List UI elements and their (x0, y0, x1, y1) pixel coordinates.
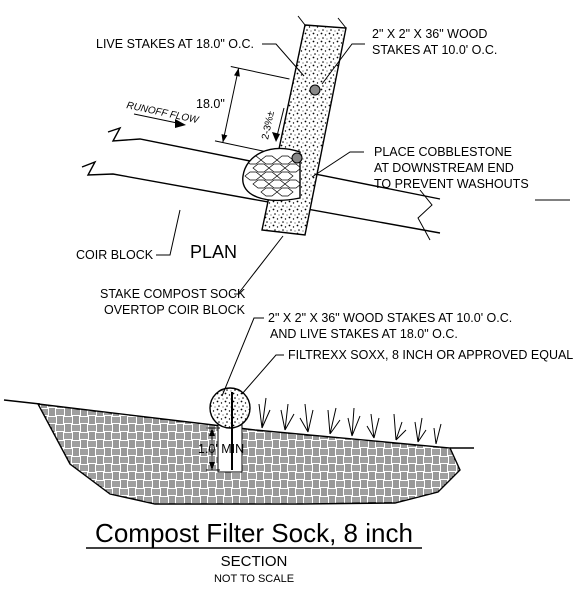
section-leaders (221, 317, 284, 397)
filtrexx-label: FILTREXX SOXX, 8 INCH OR APPROVED EQUAL (288, 348, 573, 362)
depth-dimension (206, 427, 220, 471)
coir-block-label: COIR BLOCK (76, 248, 154, 262)
wood-stake-marker (309, 84, 321, 96)
soil-section (3, 399, 474, 505)
section-stakes-label-line2: AND LIVE STAKES AT 18.0" O.C. (270, 327, 458, 341)
slope-arrow (272, 107, 285, 142)
depth-dimension-label: 1.0' MIN (198, 442, 244, 456)
cobblestone-label-line1: PLACE COBBLESTONE (374, 145, 512, 159)
grass-tufts (258, 397, 442, 445)
cobblestone-label-line3: TO PREVENT WASHOUTS (374, 177, 529, 191)
section-stakes-label-line1: 2" X 2" X 36" WOOD STAKES AT 10.0' O.C. (268, 311, 512, 325)
anchor-trench (217, 423, 243, 473)
runoff-flow-label: RUNOFF FLOW (125, 100, 200, 126)
section-subtitle: SECTION (221, 553, 288, 570)
coir-block (81, 126, 441, 241)
live-stakes-label: LIVE STAKES AT 18.0" O.C. (96, 37, 254, 51)
scale-note: NOT TO SCALE (214, 573, 294, 585)
stake-sock-label-line1: STAKE COMPOST SOCK (100, 287, 246, 301)
cobblestone-label-line2: AT DOWNSTREAM END (374, 161, 514, 175)
detail-title: Compost Filter Sock, 8 inch (95, 518, 413, 548)
spacing-dimension (214, 66, 290, 152)
plan-leaders (156, 43, 570, 295)
wood-stakes-label-line1: 2" X 2" X 36" WOOD (372, 27, 487, 41)
stake-sock-label-line2: OVERTOP COIR BLOCK (104, 303, 246, 317)
plan-view-label: PLAN (190, 242, 237, 262)
compost-sock (261, 15, 347, 236)
spacing-dimension-label: 18.0" (196, 97, 225, 111)
runoff-arrow (133, 113, 186, 128)
wood-stakes-label-line2: STAKES AT 10.0' O.C. (372, 43, 497, 57)
section-compost-sock (209, 387, 251, 429)
live-stake-marker (291, 152, 303, 164)
cobblestone (242, 147, 301, 202)
